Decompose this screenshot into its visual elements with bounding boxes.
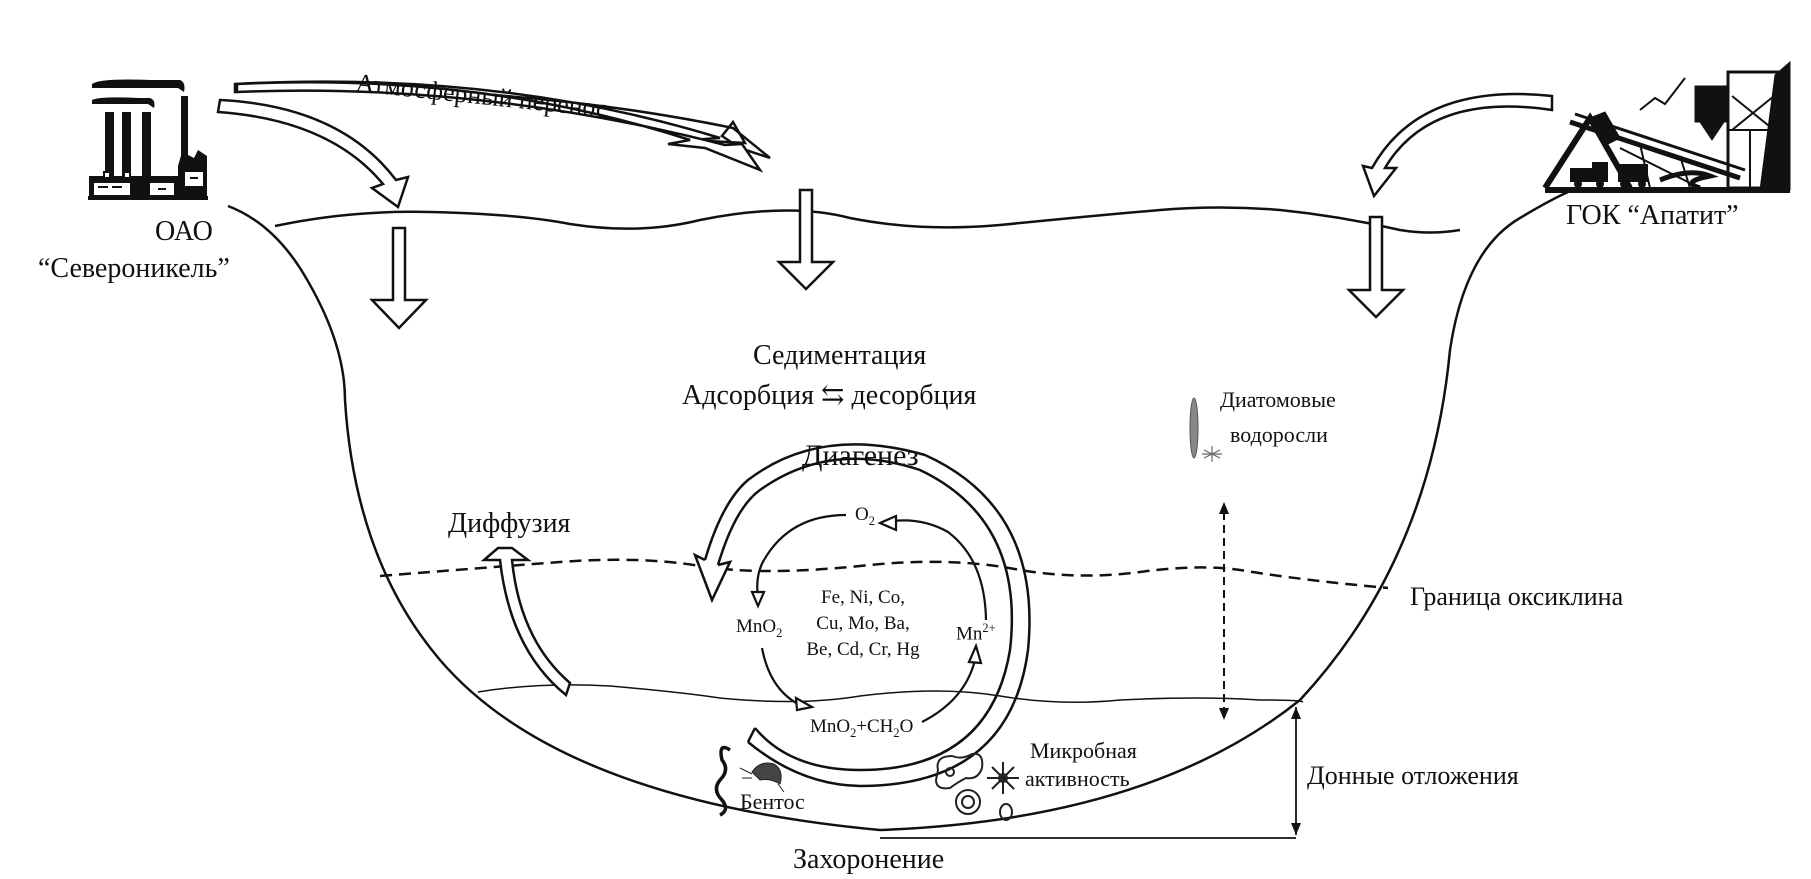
factory-emission-arrow: [216, 98, 410, 210]
diatom-icon: [1189, 397, 1222, 462]
burial-label: Захоронение: [793, 844, 945, 875]
sedimentation-label: Седиментация: [753, 340, 927, 371]
water-surface-line: [274, 206, 1461, 234]
microbial-label-line2: активность: [1025, 766, 1130, 791]
adsorption-desorption-label: Адсорбция ⇆ десорбция: [682, 382, 976, 410]
source-left-label-line2: “Североникель”: [38, 253, 230, 284]
metals-line-1: Fe, Ni, Co,: [821, 587, 905, 608]
deposition-arrow-right: [1345, 215, 1407, 319]
diffusion-label: Диффузия: [448, 508, 571, 539]
diffusion-arrow: [480, 546, 572, 698]
o2-label: O2: [855, 505, 875, 527]
sediments-label: Донные отложения: [1307, 761, 1519, 790]
factory-icon: [88, 79, 208, 200]
organic-text-b: +CH: [856, 716, 894, 737]
mining-emission-arrow: [1361, 92, 1554, 199]
mn2-label: Mn2+: [956, 621, 996, 645]
o2-text: O: [855, 504, 869, 525]
diagenesis-label: Диагенез: [802, 439, 919, 472]
oxycline-boundary-line: [379, 558, 1389, 590]
organic-text-c: O: [899, 716, 914, 737]
organic-sub-1: 2: [850, 725, 857, 740]
metals-line-3: Be, Cd, Cr, Hg: [806, 639, 920, 660]
mno2-text: MnO: [736, 616, 777, 637]
microbes-icon: [934, 752, 1019, 821]
diatoms-label-line2: водоросли: [1230, 422, 1328, 447]
diatoms-label-line1: Диатомовые: [1220, 387, 1336, 412]
diagenesis-cycle-arrow: [692, 443, 1031, 788]
organic-text-a: MnO: [810, 716, 851, 737]
metals-line-2: Cu, Mo, Ba,: [816, 613, 910, 634]
mining-plant-icon: [1542, 60, 1791, 193]
adsorption-text: Адсорбция: [682, 380, 814, 411]
lake-basin-outline: [227, 190, 1569, 832]
benthos-label: Бентос: [740, 789, 805, 814]
microbial-label-line1: Микробная: [1030, 738, 1137, 763]
source-right-label: ГОК “Апатит”: [1566, 200, 1739, 231]
sediment-thickness-bracket: [880, 707, 1301, 839]
mn2-text: Mn: [956, 623, 983, 645]
mno2-subscript: 2: [776, 625, 783, 640]
organic-sub-2: 2: [893, 725, 900, 740]
deposition-arrow-center: [775, 188, 837, 291]
mn-cycle-arrows: [750, 513, 988, 723]
oxycline-label: Граница оксиклина: [1410, 582, 1624, 611]
oxycline-range-arrow: [1219, 502, 1229, 720]
equilibrium-arrow-icon: ⇆: [821, 380, 845, 411]
mno2-label: MnO2: [736, 617, 782, 639]
organic-reduction-label: MnO2+CH2O: [810, 717, 913, 739]
amphipod-icon: [739, 762, 785, 793]
source-left-label-line1: ОАО: [155, 216, 213, 247]
desorption-text: десорбция: [851, 380, 977, 411]
benthos-icon: [714, 745, 731, 817]
mn2-superscript: 2+: [982, 621, 996, 635]
atmospheric-transport-arrow-body: [235, 80, 764, 173]
sediment-surface-line: [477, 684, 1304, 703]
deposition-arrow-left: [369, 226, 429, 330]
o2-subscript: 2: [868, 513, 875, 528]
